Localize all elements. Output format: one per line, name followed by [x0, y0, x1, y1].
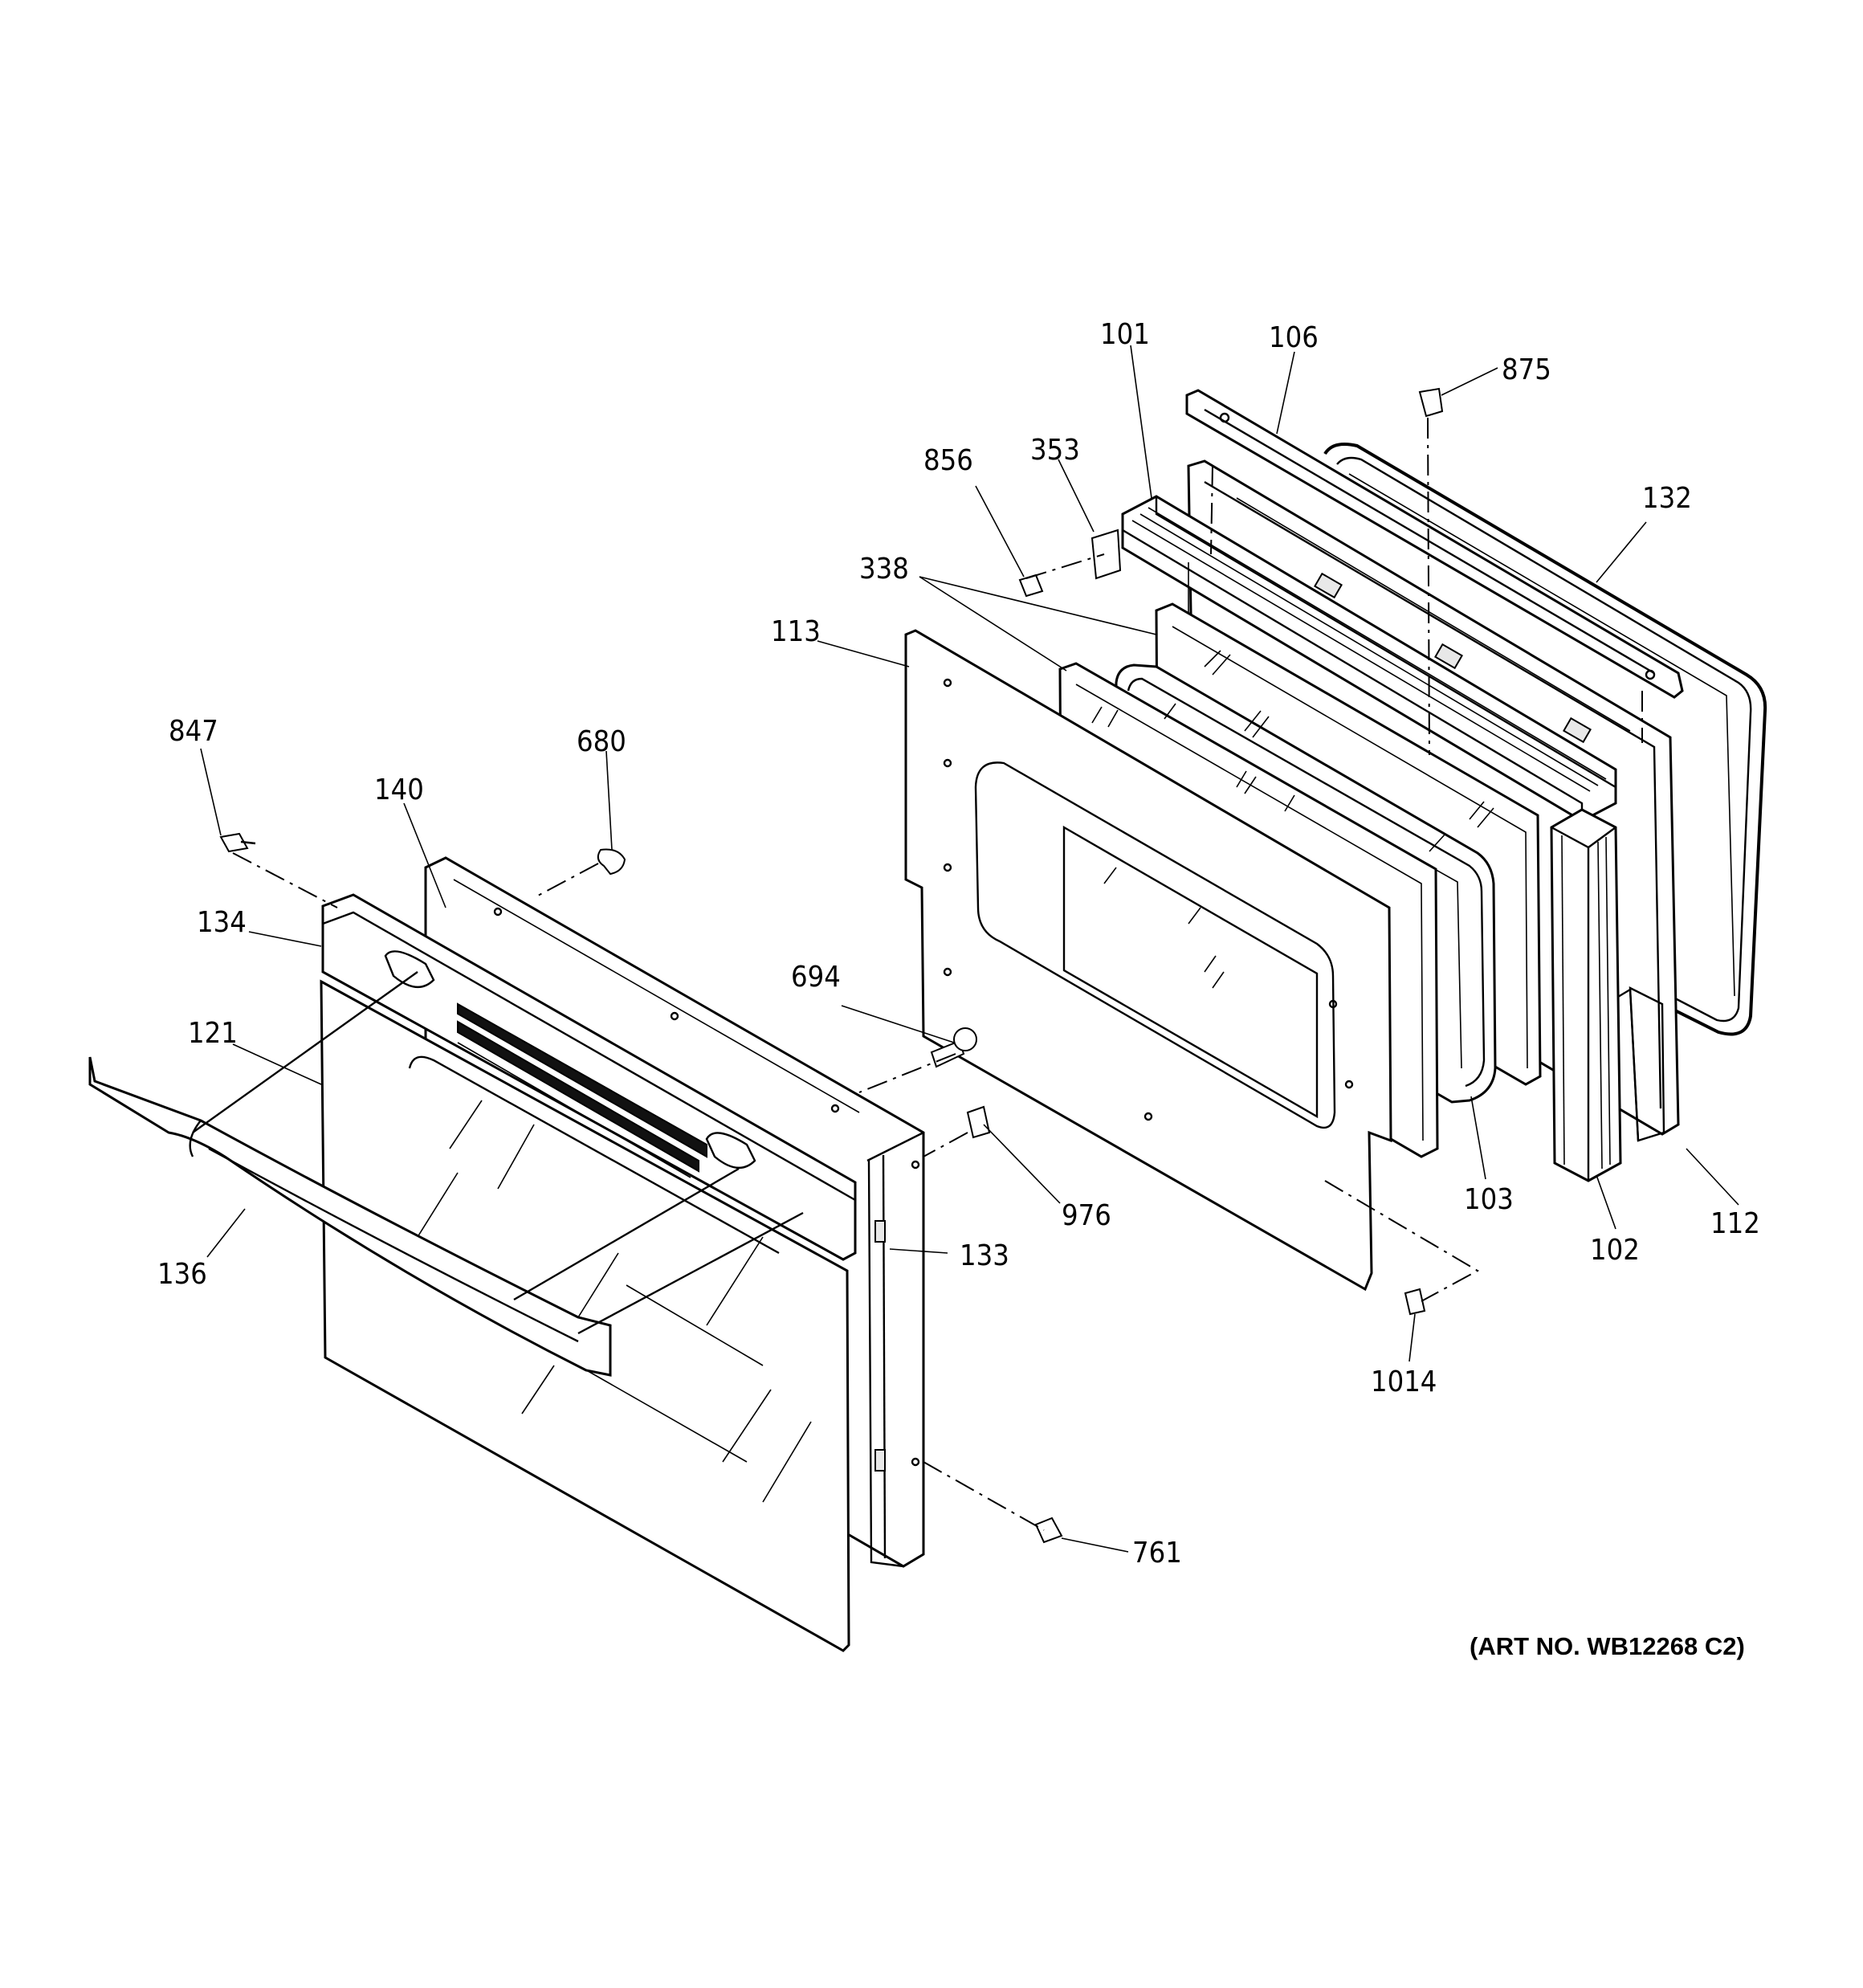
label-338: 338: [859, 553, 909, 586]
label-680: 680: [577, 725, 626, 758]
label-103: 103: [1464, 1183, 1514, 1216]
label-875: 875: [1502, 353, 1551, 386]
label-132: 132: [1642, 482, 1692, 515]
art-number: (ART NO. WB12268 C2): [1470, 1632, 1745, 1660]
screw-875: [1418, 387, 1444, 418]
label-112: 112: [1710, 1207, 1760, 1240]
bracket-976: [966, 1105, 991, 1139]
label-694: 694: [791, 961, 841, 994]
screw-761: [1034, 1517, 1063, 1544]
screw-847: [219, 832, 256, 853]
door-inner-panel-113: [904, 629, 1392, 1292]
side-trim-102: [1550, 808, 1622, 1182]
label-140: 140: [374, 774, 424, 806]
alignment-lines: [192, 417, 1643, 1531]
label-113: 113: [771, 615, 821, 648]
label-353: 353: [1030, 434, 1080, 467]
screw-856: [1018, 574, 1044, 598]
screw-1014: [1404, 1288, 1426, 1316]
label-136: 136: [157, 1258, 207, 1291]
label-102: 102: [1590, 1234, 1640, 1267]
label-101: 101: [1100, 318, 1150, 351]
label-761: 761: [1132, 1537, 1182, 1570]
door-gasket-132: [1323, 443, 1767, 1036]
label-134: 134: [197, 906, 247, 939]
screw-680: [597, 848, 626, 876]
bracket-353: [1090, 529, 1122, 580]
label-856: 856: [923, 444, 973, 477]
hinge-strip-106: [1185, 389, 1684, 699]
label-847: 847: [169, 715, 218, 748]
leader-lines: [200, 345, 1739, 1553]
label-121: 121: [188, 1017, 238, 1050]
label-133: 133: [960, 1239, 1009, 1272]
part-labels: 101 106 875 132 856 353 338 113 847 680 …: [157, 318, 1760, 1660]
label-106: 106: [1269, 321, 1319, 354]
label-1014: 1014: [1371, 1365, 1437, 1398]
vent-trim-134: [321, 893, 857, 1261]
outer-glass-121: [320, 979, 850, 1652]
door-handle-136: [88, 1056, 612, 1377]
label-976: 976: [1062, 1199, 1111, 1232]
